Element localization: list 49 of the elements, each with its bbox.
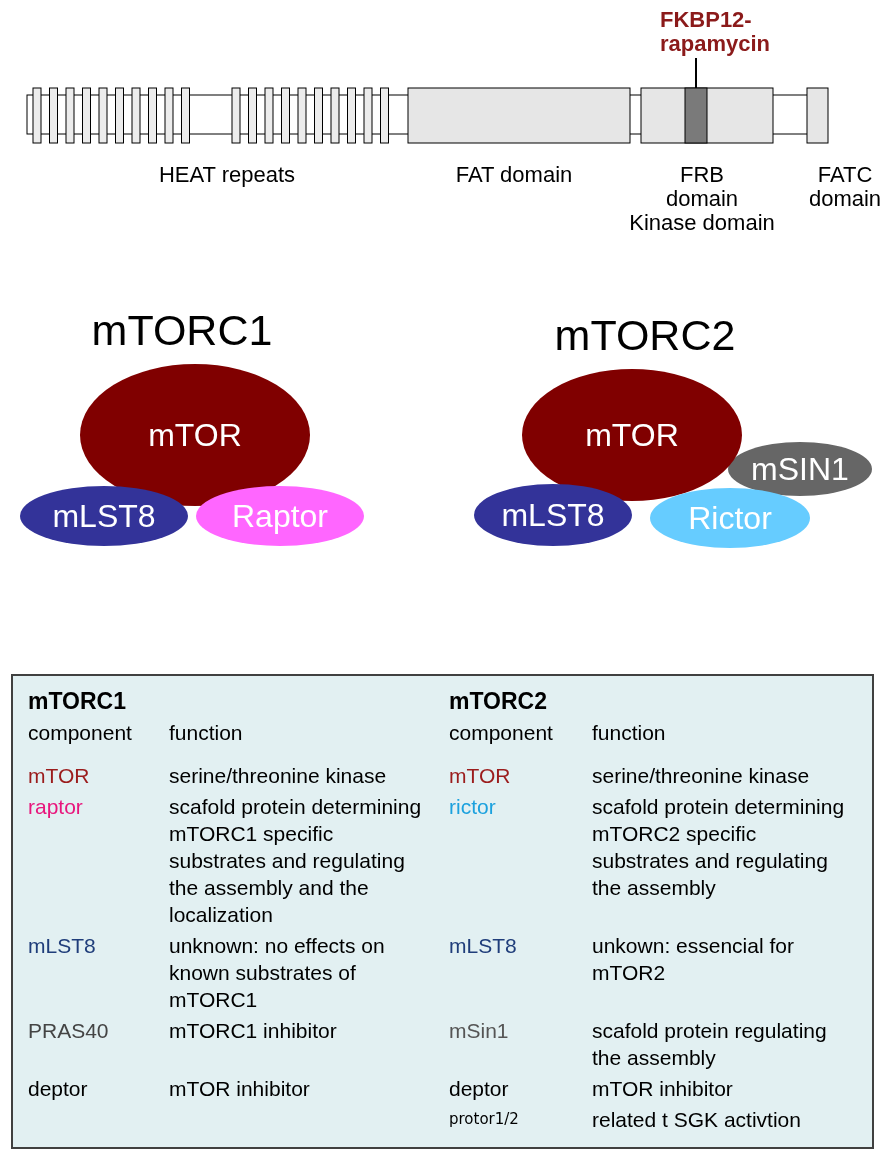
subunit-ellipse bbox=[522, 369, 742, 501]
protein-name: rictor bbox=[449, 794, 496, 820]
subunit-name: mSIN1 bbox=[751, 451, 849, 487]
protein-name: mTOR bbox=[449, 763, 511, 789]
complex-title: mTORC1 bbox=[90, 305, 274, 355]
column-header: component bbox=[449, 720, 553, 746]
subunit-ellipse bbox=[196, 486, 364, 546]
protein-name: deptor bbox=[449, 1076, 509, 1102]
callout-label: FKBP12-rapamycin bbox=[660, 8, 785, 56]
subunit-ellipse bbox=[728, 442, 872, 496]
subunit-ellipse bbox=[650, 488, 810, 548]
domain-label: FRB domain bbox=[664, 163, 740, 211]
subunit-name: mLST8 bbox=[501, 497, 605, 533]
protein-name: protor1/2 bbox=[449, 1109, 519, 1130]
protein-name: mSin1 bbox=[449, 1018, 509, 1044]
function-description: mTORC1 inhibitor bbox=[169, 1018, 337, 1044]
column-header: component bbox=[28, 720, 132, 746]
frb-band bbox=[684, 87, 708, 144]
protein-name: mLST8 bbox=[449, 933, 517, 959]
protein-name: PRAS40 bbox=[28, 1018, 109, 1044]
subunit-name: mLST8 bbox=[52, 498, 156, 534]
subunit-ellipse bbox=[80, 364, 310, 506]
subunit-name: Rictor bbox=[688, 500, 772, 536]
function-description: unkown: essencial for mTOR2 bbox=[592, 933, 795, 986]
protein-name: mLST8 bbox=[28, 933, 96, 959]
column-header: function bbox=[592, 720, 666, 746]
domain-label: Kinase domain bbox=[628, 211, 776, 235]
function-description: serine/threonine kinase bbox=[592, 763, 810, 789]
table-heading: mTORC1 bbox=[28, 688, 126, 715]
subunit-name: mTOR bbox=[148, 417, 242, 453]
protein-name: deptor bbox=[28, 1076, 88, 1102]
leader-line bbox=[695, 57, 697, 89]
domain-label: FATC domain bbox=[807, 163, 883, 211]
subunit-name: Raptor bbox=[231, 498, 328, 534]
table-heading: mTORC2 bbox=[449, 688, 547, 715]
function-description: related t SGK activtion bbox=[592, 1107, 801, 1133]
subunit-ellipse bbox=[20, 486, 188, 546]
column-header: function bbox=[169, 720, 243, 746]
protein-name: raptor bbox=[28, 794, 83, 820]
function-description: serine/threonine kinase bbox=[169, 763, 387, 789]
subunit-ellipse bbox=[474, 484, 632, 546]
domain-label: HEAT repeats bbox=[157, 163, 297, 187]
domain-label: FAT domain bbox=[454, 163, 574, 187]
protein-name: mTOR bbox=[28, 763, 90, 789]
subunit-name: mTOR bbox=[585, 417, 679, 453]
complex-title: mTORC2 bbox=[553, 310, 737, 360]
function-description: mTOR inhibitor bbox=[592, 1076, 733, 1102]
function-description: mTOR inhibitor bbox=[169, 1076, 310, 1102]
function-description: scafold protein determining mTORC2 specific substrates and regulating the assembly bbox=[592, 794, 846, 901]
